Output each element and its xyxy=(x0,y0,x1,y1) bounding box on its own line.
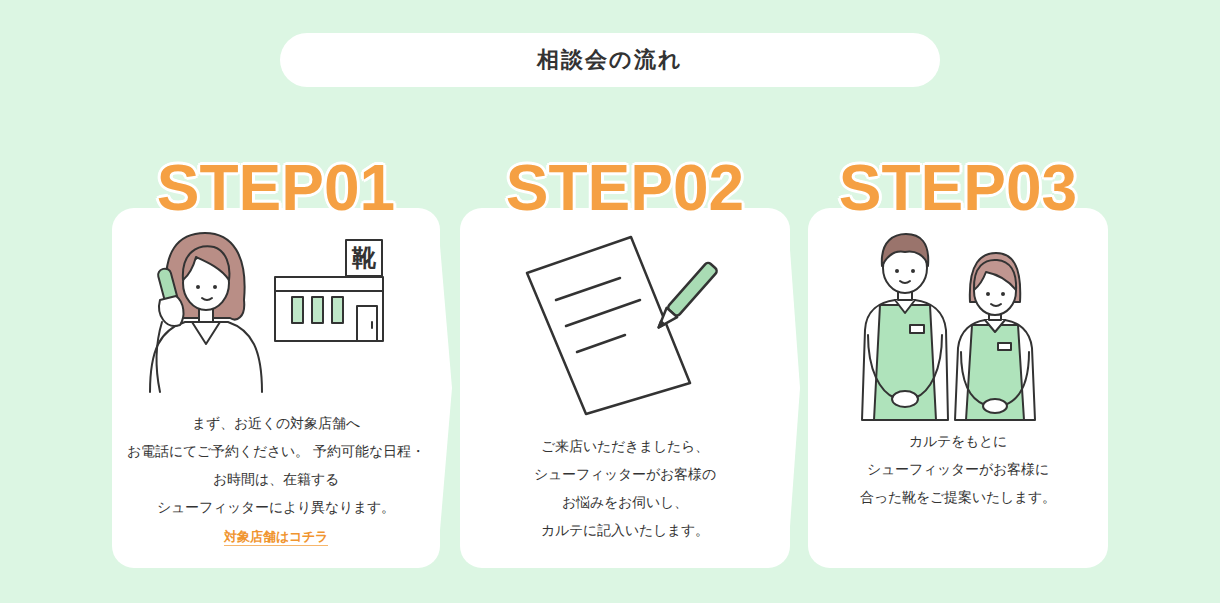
male-staff-part xyxy=(900,281,910,283)
female-staff-part xyxy=(985,320,1005,332)
woman-figure-part xyxy=(166,233,244,319)
step-heading: STEP01 xyxy=(112,156,440,220)
female-staff-part xyxy=(983,399,1007,413)
step-card: STEP01まず、お近くの対象店舗へ お電話にてご予約ください。 予約可能な日程… xyxy=(112,208,440,568)
step-description: ご来店いただきましたら、 シューフィッターがお客様の お悩みをお伺いし、 カルテ… xyxy=(509,432,741,544)
woman-figure-part xyxy=(196,285,200,289)
woman-figure-part xyxy=(213,285,217,289)
female-staff-part xyxy=(966,325,1024,420)
shoe-store-part xyxy=(312,297,323,323)
shoe-store-part xyxy=(275,277,383,341)
male-staff-part xyxy=(910,325,924,333)
female-staff-part xyxy=(1001,292,1005,296)
step-description: カルテをもとに シューフィッターがお客様に 合った靴をご提案いたします。 xyxy=(845,427,1071,511)
male-staff-part xyxy=(895,269,899,273)
shoe-store-part xyxy=(346,240,382,276)
female-staff-part xyxy=(989,306,1001,320)
male-staff xyxy=(862,234,948,420)
store-sign-text: 靴 xyxy=(346,240,382,276)
shoe-store xyxy=(275,240,383,341)
shoe-store-part xyxy=(371,322,373,328)
paper-sheet-part xyxy=(556,278,620,300)
male-staff-part xyxy=(882,234,928,266)
female-staff xyxy=(955,253,1035,420)
woman-figure-part xyxy=(183,246,230,280)
paper-sheet-part xyxy=(566,300,640,326)
woman-figure-part xyxy=(183,256,229,310)
male-staff-part xyxy=(895,300,915,313)
shoe-store-part xyxy=(332,297,343,323)
woman-figure-part xyxy=(159,296,183,326)
female-staff-part xyxy=(1005,352,1029,405)
step-description: まず、お近くの対象店舗へ お電話にてご予約ください。 予約可能な日程・お時間は、… xyxy=(126,409,426,521)
shoe-store-part xyxy=(292,297,303,323)
woman-figure-part xyxy=(156,322,162,392)
step-heading: STEP02 xyxy=(460,156,790,220)
woman-figure-part xyxy=(202,298,212,300)
female-staff-part xyxy=(998,343,1011,350)
male-staff-part xyxy=(911,269,915,273)
woman-figure-part xyxy=(192,322,220,344)
male-staff-part xyxy=(862,300,948,420)
female-staff-part xyxy=(974,260,1016,290)
pen-part xyxy=(667,261,719,317)
paper-sheet xyxy=(527,237,690,414)
female-staff-part xyxy=(991,304,1001,306)
title-text: 相談会の流れ xyxy=(537,45,683,75)
store-link: 対象店舗はコチラ xyxy=(224,527,328,547)
male-staff-part xyxy=(868,335,895,398)
male-staff-part xyxy=(915,335,942,398)
woman-figure-part xyxy=(199,304,213,322)
woman-figure-part xyxy=(157,267,182,319)
paper-sheet-part xyxy=(527,237,690,414)
title-pill: 相談会の流れ xyxy=(280,33,940,87)
female-staff-part xyxy=(986,292,990,296)
female-staff-part xyxy=(961,352,985,405)
male-staff-part xyxy=(883,243,927,293)
woman-figure xyxy=(150,233,262,392)
female-staff-part xyxy=(974,267,1016,315)
pen xyxy=(653,261,718,332)
male-staff-part xyxy=(874,305,936,420)
shoe-store-part xyxy=(363,276,365,277)
step-heading: STEP03 xyxy=(808,156,1108,220)
paper-sheet-part xyxy=(577,335,625,352)
male-staff-part xyxy=(898,286,912,300)
pen-part xyxy=(657,321,664,328)
female-staff-part xyxy=(970,253,1020,302)
shoe-store-part xyxy=(275,290,383,292)
pen-part xyxy=(653,308,677,332)
female-staff-part xyxy=(955,320,1035,420)
step-card: STEP02ご来店いただきましたら、 シューフィッターがお客様の お悩みをお伺い… xyxy=(460,208,790,568)
step-card: STEP03カルテをもとに シューフィッターがお客様に 合った靴をご提案いたしま… xyxy=(808,208,1108,568)
male-staff-part xyxy=(892,391,918,407)
shoe-store-part xyxy=(357,306,377,341)
woman-figure-part xyxy=(150,322,262,392)
